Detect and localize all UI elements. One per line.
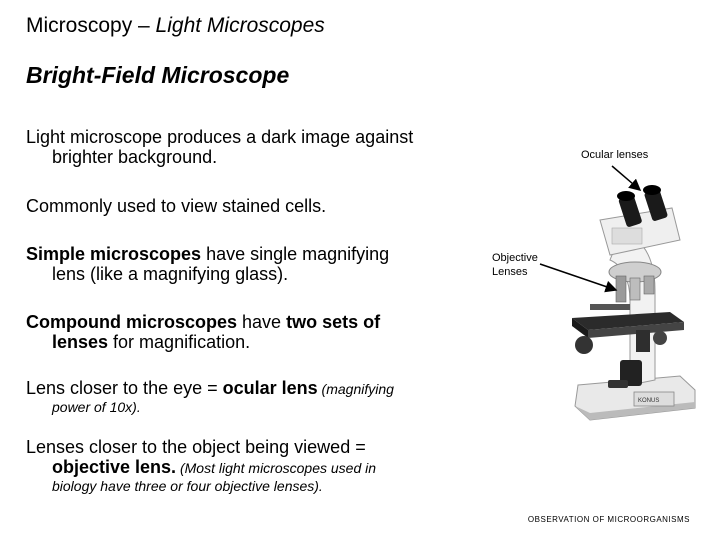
objective-arrow [539, 263, 618, 293]
p5-bold: ocular lens [222, 378, 318, 398]
p3-rest: have single magnifying [201, 244, 390, 264]
paragraph-objective-lens: Lenses closer to the object being viewed… [26, 437, 466, 495]
microscope-image: KONUS [572, 185, 696, 421]
title-italic: Light Microscopes [155, 14, 325, 37]
slide-subtitle: Bright-Field Microscope [26, 62, 290, 88]
paragraph-stained-cells: Commonly used to view stained cells. [26, 196, 327, 216]
slide-title: Microscopy – Light Microscopes [26, 14, 325, 38]
paragraph-dark-image: Light microscope produces a dark image a… [26, 127, 466, 167]
svg-text:KONUS: KONUS [638, 398, 659, 404]
paragraph-simple-microscopes: Simple microscopes have single magnifyin… [26, 244, 466, 284]
p6-small2: biology have three or four objective len… [52, 478, 323, 494]
label-ocular-lenses: Ocular lenses [581, 149, 649, 161]
p4-bold1: Compound microscopes [26, 312, 238, 332]
paragraph-ocular-lens: Lens closer to the eye = ocular lens (ma… [26, 378, 466, 416]
p5-small2: power of 10x). [52, 399, 141, 415]
p6-small: (Most light microscopes used in [176, 460, 377, 476]
p6-line1: Lenses closer to the object being viewed… [26, 437, 366, 457]
p4-bold2: two sets of [286, 312, 381, 332]
p5-text: Lens closer to the eye = [26, 378, 223, 398]
p3-line2: lens (like a magnifying glass). [52, 264, 289, 284]
label-objective-lenses: Objective Lenses [492, 251, 538, 279]
label-objective-l2: Lenses [492, 266, 528, 278]
p3-bold: Simple microscopes [26, 244, 202, 264]
paragraph-compound-microscopes: Compound microscopes have two sets of le… [26, 312, 466, 352]
footer-text: OBSERVATION OF MICROORGANISMS [527, 515, 690, 524]
p4-mid: have [237, 312, 287, 332]
label-objective-l1: Objective [492, 252, 538, 264]
p4-bold3: lenses [52, 332, 109, 352]
p5-small: (magnifying [317, 381, 394, 397]
p1-line2: brighter background. [52, 147, 218, 167]
title-main: Microscopy – [26, 14, 156, 37]
p1-line1: Light microscope produces a dark image a… [26, 127, 414, 147]
p4-rest: for magnification. [108, 332, 251, 352]
ocular-arrow [611, 165, 642, 191]
p6-bold: objective lens. [52, 457, 177, 477]
